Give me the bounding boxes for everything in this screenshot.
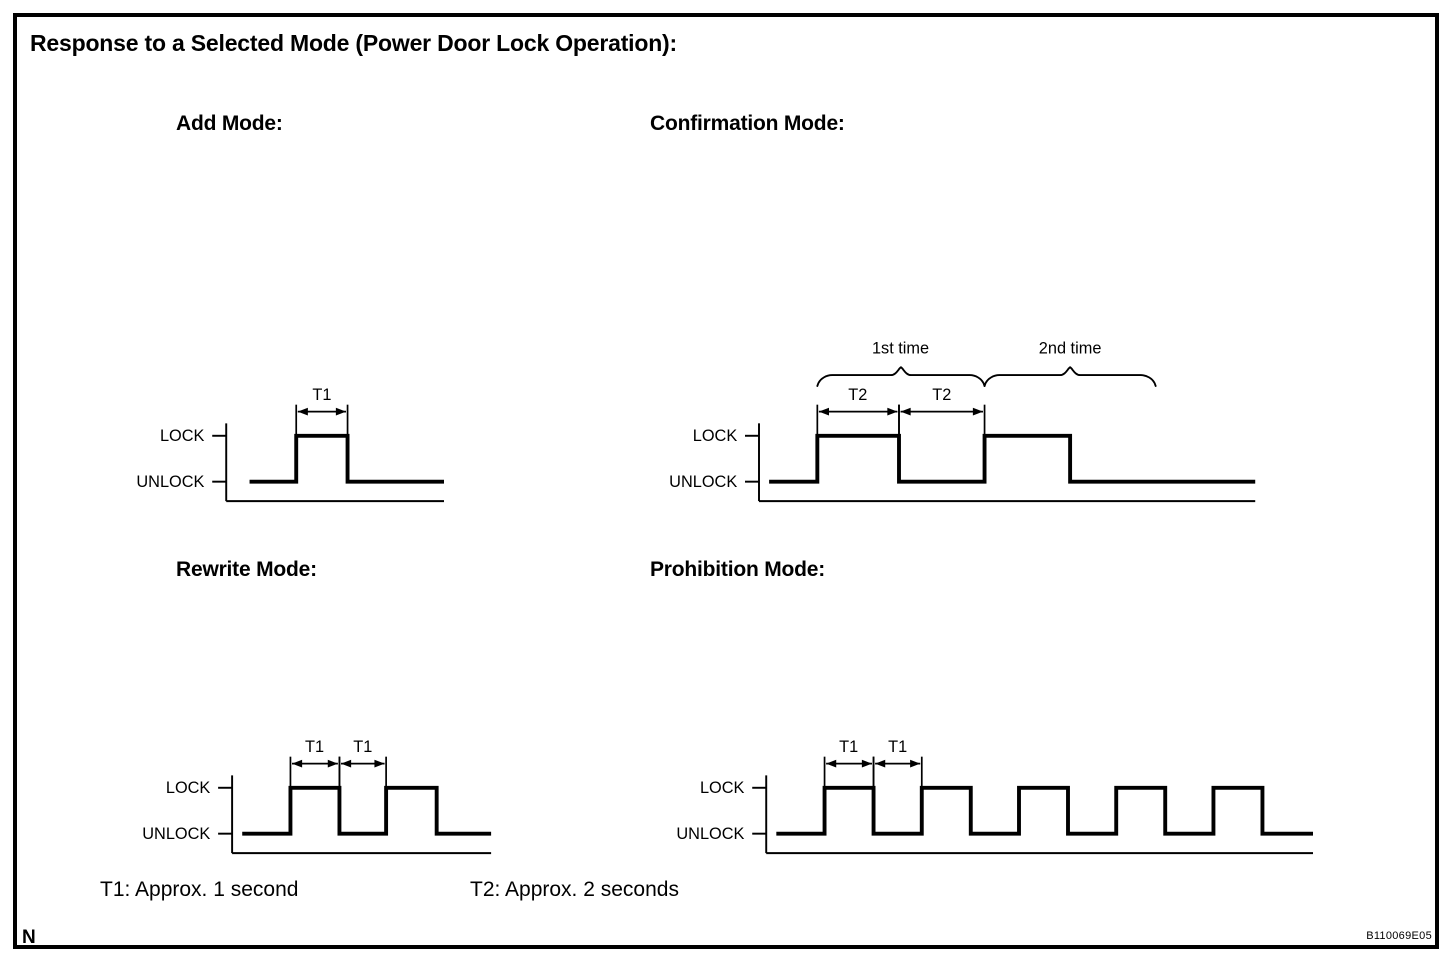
group-brace-confirmation-mode-1 (983, 366, 1157, 387)
dim-arrow-left-rewrite-mode-0 (292, 759, 303, 768)
panel-prohibition-mode: LOCK UNLOCK T1 T1 (533, 682, 1456, 892)
dim-arrow-right-rewrite-mode-1 (374, 759, 385, 768)
sequence-label-confirmation-mode-0: 1st time (872, 339, 929, 357)
page-title: Response to a Selected Mode (Power Door … (30, 30, 677, 56)
axis-label-high-rewrite-mode: LOCK (166, 779, 211, 797)
waveform-rewrite-mode: LOCK UNLOCK T1 T1 (142, 738, 492, 855)
axis-label-low-confirmation-mode: UNLOCK (669, 473, 737, 491)
dim-arrow-right-prohibition-mode-0 (861, 759, 872, 768)
dim-label-T2-confirmation-mode-0: T2 (848, 386, 867, 404)
sequence-label-confirmation-mode-1: 2nd time (1039, 339, 1102, 357)
waveform-prohibition-mode: LOCK UNLOCK T1 T1 (676, 738, 1313, 855)
dim-arrow-left-add-mode-0 (297, 407, 308, 416)
waveform-trace-confirmation-mode (769, 433, 1256, 484)
waveform-add-mode: LOCK UNLOCK T1 (136, 386, 444, 503)
dim-arrow-right-rewrite-mode-0 (327, 759, 338, 768)
axis-label-high-prohibition-mode: LOCK (700, 779, 745, 797)
dim-label-T1-prohibition-mode-1: T1 (888, 738, 907, 756)
dim-arrow-right-prohibition-mode-1 (910, 759, 921, 768)
figure-code: B110069E05 (1366, 930, 1432, 942)
dim-arrow-left-prohibition-mode-0 (826, 759, 837, 768)
dim-label-T1-rewrite-mode-1: T1 (353, 738, 372, 756)
axis-label-high-confirmation-mode: LOCK (693, 427, 738, 445)
waveform-trace-rewrite-mode (242, 785, 492, 836)
dim-label-T1-rewrite-mode-0: T1 (305, 738, 324, 756)
axis-label-high-add-mode: LOCK (160, 427, 205, 445)
axis-label-low-rewrite-mode: UNLOCK (142, 825, 210, 843)
dim-label-T1-add-mode-0: T1 (312, 386, 331, 404)
mode-heading-rewrite-mode: Rewrite Mode: (176, 558, 317, 581)
group-brace-confirmation-mode-0 (816, 366, 986, 387)
dim-arrow-left-prohibition-mode-1 (875, 759, 886, 768)
mode-heading-confirmation-mode: Confirmation Mode: (650, 112, 845, 135)
waveform-trace-prohibition-mode (776, 785, 1313, 836)
panel-rewrite-mode: LOCK UNLOCK T1 T1 (40, 682, 600, 892)
dim-label-T1-prohibition-mode-0: T1 (839, 738, 858, 756)
axis-label-low-add-mode: UNLOCK (136, 473, 204, 491)
dim-arrow-left-confirmation-mode-1 (900, 407, 911, 416)
waveform-trace-add-mode (249, 433, 444, 484)
corner-mark: N (22, 927, 36, 948)
dim-label-T2-confirmation-mode-1: T2 (932, 386, 951, 404)
dim-arrow-left-rewrite-mode-1 (341, 759, 352, 768)
legend-item-1: T2: Approx. 2 seconds (470, 878, 679, 901)
waveform-confirmation-mode: LOCK UNLOCK T2 T2 1st time 2nd time (669, 339, 1256, 503)
legend-item-0: T1: Approx. 1 second (100, 878, 299, 901)
dim-arrow-right-confirmation-mode-0 (887, 407, 898, 416)
axis-label-low-prohibition-mode: UNLOCK (676, 825, 744, 843)
dim-arrow-left-confirmation-mode-0 (818, 407, 829, 416)
panel-confirmation-mode: LOCK UNLOCK T2 T2 1st time 2nd time (533, 330, 1398, 540)
panel-add-mode: LOCK UNLOCK T1 (40, 330, 547, 540)
mode-heading-prohibition-mode: Prohibition Mode: (650, 558, 826, 581)
mode-heading-add-mode: Add Mode: (176, 112, 283, 135)
dim-arrow-right-add-mode-0 (335, 407, 346, 416)
dim-arrow-right-confirmation-mode-1 (972, 407, 983, 416)
